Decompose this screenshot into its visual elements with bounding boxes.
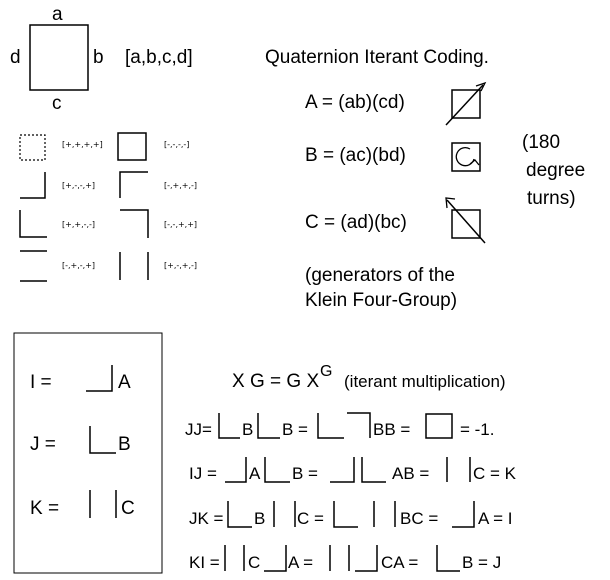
turns-line-2: degree [526,160,585,181]
svg-text:= -1.: = -1. [460,420,495,439]
bottom-left-symbol [19,210,47,238]
xg-left: X G = G X [232,371,319,392]
svg-text:B =: B = [282,420,308,439]
turns-line-3: turns) [527,188,576,209]
sign-code-table: [+,+,+,+] [-,-,-,-] [+,-,-,+] [-,+,+,-] … [19,132,197,282]
xg-superscript: G [320,363,332,380]
svg-text:B =: B = [292,464,318,483]
generator-a-text: A = (ab)(cd) [305,92,405,113]
def-i-lhs: I = [30,372,52,393]
heading: Quaternion Iterant Coding. [265,47,489,68]
label-b: b [93,47,104,68]
sign-code-7: [-,+,-,+] [62,261,95,270]
top-right-symbol [120,209,149,238]
klein-line-1: (generators of the [305,265,455,286]
label-a: a [52,4,63,25]
svg-text:C = K: C = K [473,464,517,483]
svg-text:A =: A = [288,553,313,572]
svg-text:A = I: A = I [478,509,513,528]
svg-text:AB =: AB = [392,464,429,483]
iterant-rule: X G = G X G (iterant multiplication) [232,363,506,392]
def-k-rhs: C [121,498,135,519]
equation-jj: JJ= B B = BB = = -1. [185,412,495,439]
klein-note: (generators of the Klein Four-Group) [305,265,457,311]
top-left-symbol [119,171,148,198]
svg-text:C =: C = [297,509,324,528]
svg-text:IJ =: IJ = [189,464,217,483]
sign-code-6: [-,-,+,+] [164,220,197,229]
bottom-right-symbol [20,172,46,199]
sign-code-4: [-,+,+,-] [164,181,197,190]
svg-text:C: C [248,553,260,572]
svg-text:JJ=: JJ= [185,420,212,439]
svg-text:A: A [249,464,261,483]
equation-jk: JK = B C = BC = A = I [189,501,513,528]
def-i-rhs: A [118,372,131,393]
svg-text:B: B [242,420,253,439]
generator-b: B = (ac)(bd) [305,142,481,172]
definitions-box: I = A J = B K = C [13,332,163,574]
sign-code-1: [+,+,+,+] [62,140,103,149]
sign-code-8: [+,-,+,-] [164,261,197,270]
svg-text:B = J: B = J [462,553,501,572]
svg-text:BC =: BC = [400,509,438,528]
sign-code-3: [+,-,-,+] [62,181,95,190]
label-c: c [52,93,62,114]
equation-ki: KI = C A = CA = B = J [189,545,501,572]
klein-line-2: Klein Four-Group) [305,290,457,311]
generator-b-text: B = (ac)(bd) [305,145,406,166]
svg-text:B: B [254,509,265,528]
full-square-symbol [117,132,147,161]
square-vector: [a,b,c,d] [125,47,193,68]
equation-ij: IJ = A B = AB = C = K [189,457,517,483]
sign-code-2: [-,-,-,-] [164,140,189,149]
turns-note: (180 degree turns) [522,132,585,209]
dotted-square-symbol [19,134,46,161]
svg-text:CA =: CA = [381,553,418,572]
svg-text:KI =: KI = [189,553,220,572]
svg-text:JK =: JK = [189,509,224,528]
labeled-square: a d b c [a,b,c,d] [10,4,193,114]
def-k-lhs: K = [30,498,59,519]
def-j-lhs: J = [30,434,56,455]
generator-a: A = (ab)(cd) [305,81,487,126]
svg-text:BB =: BB = [373,420,410,439]
generator-c: C = (ad)(bc) [305,197,486,244]
label-d: d [10,47,21,68]
def-j-rhs: B [118,434,131,455]
xg-note: (iterant multiplication) [344,372,506,391]
turns-line-1: (180 [522,132,560,153]
generator-c-text: C = (ad)(bc) [305,212,407,233]
sign-code-5: [+,+,-,-] [62,220,95,229]
